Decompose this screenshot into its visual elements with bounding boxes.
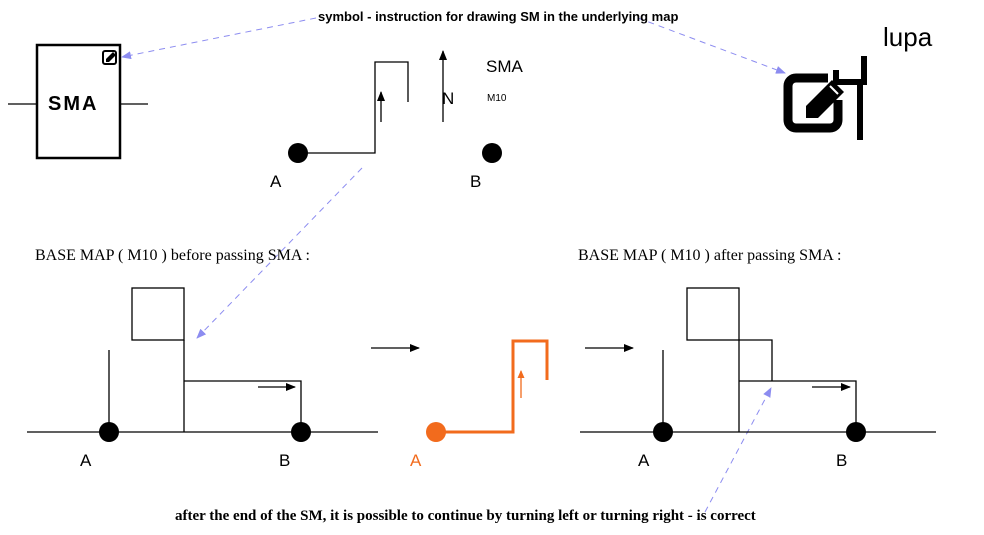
base-map-after [580, 287, 936, 442]
base-map-before [27, 287, 378, 442]
before-point-a: A [80, 451, 92, 470]
after-point-a: A [638, 451, 650, 470]
bottom-caption: after the end of the SM, it is possible … [175, 508, 756, 524]
north-label: N [442, 89, 455, 108]
instruction-point-a: A [270, 172, 282, 191]
lupa-label: lupa [883, 22, 933, 52]
dashed-pointer-arrows [121, 17, 786, 513]
small-edit-icon [102, 50, 117, 65]
sma-instruction-drawing [288, 50, 502, 163]
orange-point-a: A [410, 451, 422, 470]
before-point-b: B [279, 451, 291, 470]
after-map-heading: BASE MAP ( M10 ) after passing SMA : [578, 247, 842, 264]
orange-sm-segment [426, 339, 549, 442]
instruction-point-b: B [470, 172, 482, 191]
sma-symbol-label: SMA [48, 93, 99, 115]
instruction-title: SMA [486, 57, 523, 76]
top-caption: symbol - instruction for drawing SM in t… [318, 9, 679, 24]
before-map-heading: BASE MAP ( M10 ) before passing SMA : [35, 247, 310, 264]
sma-symbol [8, 43, 148, 160]
after-point-b: B [836, 451, 848, 470]
large-edit-icon [783, 56, 867, 140]
map-id-label: M10 [487, 93, 507, 104]
